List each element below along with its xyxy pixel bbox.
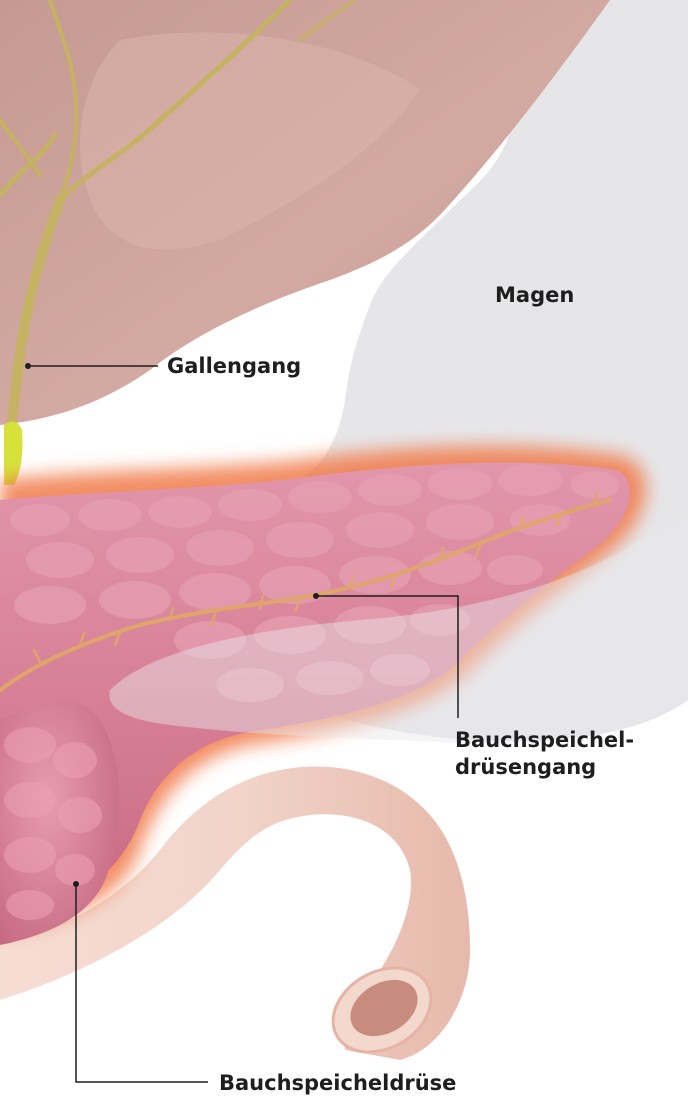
label-bauchspeicheldruesengang-line2: drüsengang — [455, 754, 634, 781]
bile-duct-highlight — [4, 422, 23, 485]
leader-dot-gallengang — [25, 363, 31, 369]
leader-dot-bauchspeicheldruese — [73, 881, 79, 887]
label-gallengang: Gallengang — [167, 353, 301, 380]
label-bauchspeicheldruesengang: Bauchspeichel- drüsengang — [455, 727, 634, 781]
label-magen: Magen — [495, 282, 574, 309]
leader-dot-bauchspeicheldruesengang — [313, 593, 319, 599]
label-bauchspeicheldruese: Bauchspeicheldrüse — [219, 1070, 456, 1097]
label-bauchspeicheldruesengang-line1: Bauchspeichel- — [455, 727, 634, 754]
